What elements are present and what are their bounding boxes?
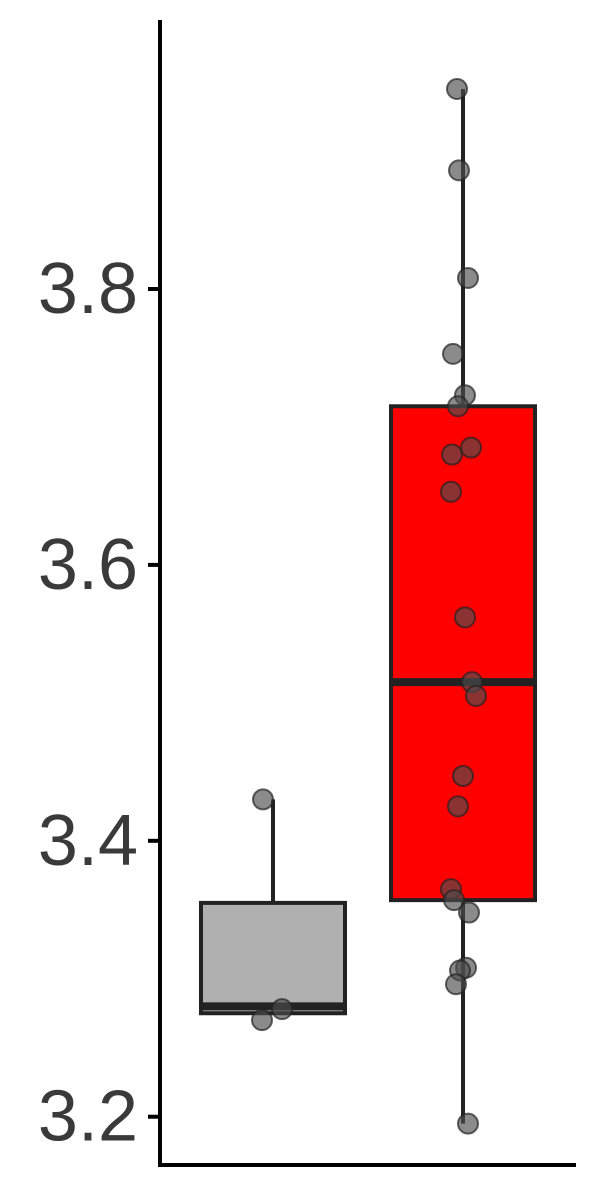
y-tick-label: 3.4: [38, 801, 138, 881]
data-point: [460, 436, 482, 459]
data-point: [458, 901, 480, 924]
y-tick-label: 3.8: [38, 249, 138, 329]
data-point: [465, 684, 487, 707]
data-point: [440, 480, 462, 503]
data-point: [447, 795, 469, 818]
data-point: [447, 395, 469, 418]
data-point: [442, 342, 464, 365]
data-point: [457, 1112, 479, 1135]
data-point: [271, 998, 293, 1021]
data-point: [452, 764, 474, 787]
y-tick-label: 3.6: [38, 525, 138, 605]
y-tick-label: 3.2: [38, 1077, 138, 1157]
data-points: [251, 77, 487, 1135]
data-point: [457, 266, 479, 289]
box-1: [199, 900, 347, 1016]
data-point: [448, 159, 470, 182]
boxes: [199, 88, 537, 1124]
data-point: [443, 889, 465, 912]
data-point: [252, 788, 274, 811]
data-point: [446, 77, 468, 100]
axes: 3.2 3.4 3.6 3.8: [38, 20, 576, 1167]
data-point: [441, 443, 463, 466]
data-point: [454, 606, 476, 629]
data-point: [251, 1009, 273, 1032]
data-point: [445, 973, 467, 996]
box-2: [389, 404, 537, 903]
